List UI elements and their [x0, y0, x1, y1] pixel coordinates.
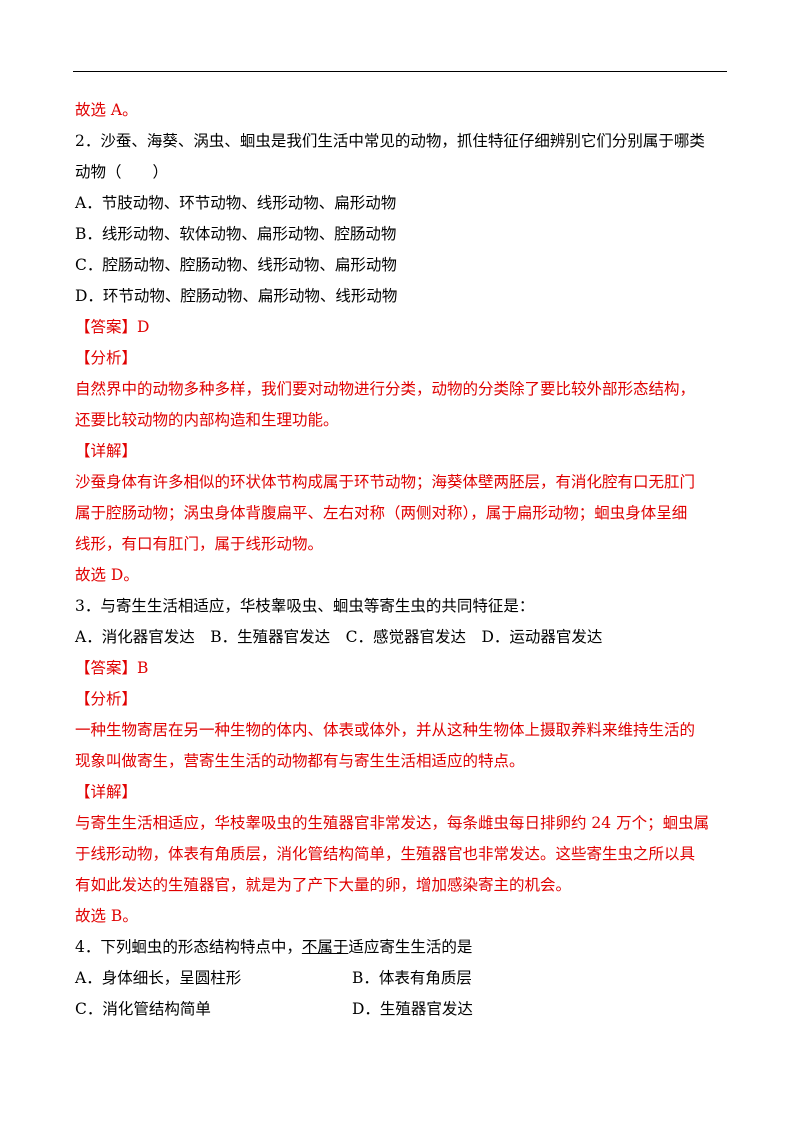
q3-options: A．消化器官发达 B．生殖器官发达 C．感觉器官发达 D．运动器官发达: [75, 628, 603, 646]
q2-detail-line-2: 属于腔肠动物；涡虫身体背腹扁平、左右对称（两侧对称），属于扁形动物；蛔虫身体呈细: [75, 504, 688, 522]
q4-option-c: C．消化管结构简单: [75, 1000, 211, 1018]
q3-detail-line-2: 于线形动物，体表有角质层，消化管结构简单，生殖器官也非常发达。这些寄生虫之所以具: [75, 845, 696, 863]
q2-detail-line-1: 沙蚕身体有许多相似的环状体节构成属于环节动物；海葵体壁两胚层，有消化腔有口无肛门: [75, 473, 696, 491]
q2-option-a: A．节肢动物、环节动物、线形动物、扁形动物: [75, 194, 397, 212]
q3-analysis-label: 【分析】: [75, 690, 138, 708]
q4-option-a: A．身体细长，呈圆柱形: [75, 969, 242, 987]
q2-detail-label: 【详解】: [75, 442, 138, 460]
q2-conclusion: 故选 D。: [75, 566, 139, 584]
q2-analysis-label: 【分析】: [75, 349, 138, 367]
q2-analysis-line-1: 自然界中的动物多种多样，我们要对动物进行分类，动物的分类除了要比较外部形态结构，: [75, 380, 696, 398]
prev-conclusion: 故选 A。: [75, 101, 138, 119]
q4-question-underlined: 不属于: [301, 938, 349, 956]
question-4: 4．下列蛔虫的形态结构特点中，不属于适应寄生生活的是 A．身体细长，呈圆柱形 B…: [75, 932, 725, 1025]
q3-detail-label: 【详解】: [75, 783, 138, 801]
q4-option-d: D．生殖器官发达: [352, 1000, 473, 1018]
q2-option-c: C．腔肠动物、腔肠动物、线形动物、扁形动物: [75, 256, 397, 274]
q2-detail-line-3: 线形，有口有肛门，属于线形动物。: [75, 535, 324, 553]
q2-answer: 【答案】D: [75, 318, 150, 336]
q4-question-post: 适应寄生生活的是: [348, 938, 473, 956]
q4-options-row-1: A．身体细长，呈圆柱形 B．体表有角质层: [75, 963, 725, 994]
q2-option-d: D．环节动物、腔肠动物、扁形动物、线形动物: [75, 287, 398, 305]
document-body: 故选 A。 2．沙蚕、海葵、涡虫、蛔虫是我们生活中常见的动物，抓住特征仔细辨别它…: [75, 95, 725, 1025]
q4-option-b: B．体表有角质层: [352, 969, 472, 987]
q3-analysis-line-1: 一种生物寄居在另一种生物的体内、体表或体外，并从这种生物体上摄取养料来维持生活的: [75, 721, 696, 739]
q2-question-line-2: 动物（ ）: [75, 163, 169, 181]
q2-option-b: B．线形动物、软体动物、扁形动物、腔肠动物: [75, 225, 397, 243]
question-3: 3．与寄生生活相适应，华枝睾吸虫、蛔虫等寄生虫的共同特征是： A．消化器官发达 …: [75, 591, 725, 932]
q2-analysis-line-2: 还要比较动物的内部构造和生理功能。: [75, 411, 339, 429]
q3-detail-line-1: 与寄生生活相适应，华枝睾吸虫的生殖器官非常发达，每条雌虫每日排卵约 24 万个；…: [75, 814, 710, 832]
q2-question-line-1: 2．沙蚕、海葵、涡虫、蛔虫是我们生活中常见的动物，抓住特征仔细辨别它们分别属于哪…: [75, 132, 705, 150]
q3-conclusion: 故选 B。: [75, 907, 138, 925]
q4-options-row-2: C．消化管结构简单 D．生殖器官发达: [75, 994, 725, 1025]
header-rule: [73, 71, 727, 72]
q3-answer: 【答案】B: [75, 659, 149, 677]
q3-detail-line-3: 有如此发达的生殖器官，就是为了产下大量的卵，增加感染寄主的机会。: [75, 876, 572, 894]
q4-question-pre: 4．下列蛔虫的形态结构特点中，: [75, 938, 302, 956]
q3-question: 3．与寄生生活相适应，华枝睾吸虫、蛔虫等寄生虫的共同特征是：: [75, 597, 535, 615]
question-2: 2．沙蚕、海葵、涡虫、蛔虫是我们生活中常见的动物，抓住特征仔细辨别它们分别属于哪…: [75, 126, 725, 591]
q3-analysis-line-2: 现象叫做寄生，营寄生生活的动物都有与寄生生活相适应的特点。: [75, 752, 525, 770]
q4-question: 4．下列蛔虫的形态结构特点中，不属于适应寄生生活的是: [75, 932, 725, 963]
